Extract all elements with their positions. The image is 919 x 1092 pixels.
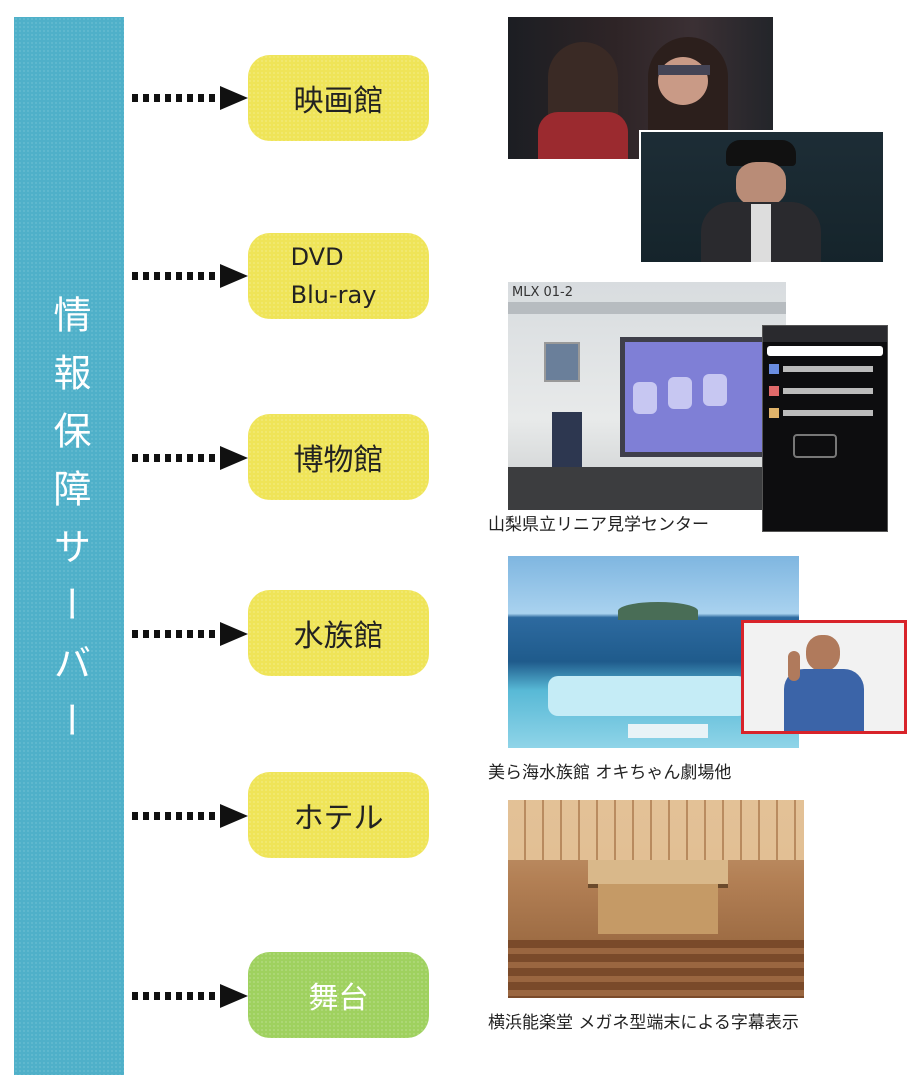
box-stage-label: 舞台 <box>308 981 369 1016</box>
box-aquarium-label: 水族館 <box>293 619 384 654</box>
box-dvd-label: DVD <box>290 243 344 271</box>
box-bluray-label: Blu-ray <box>290 281 377 309</box>
box-dvd-bluray: DVD Blu-ray <box>248 233 429 319</box>
cinema-audience-photo <box>508 17 773 159</box>
museum-app-screenshot <box>762 325 888 532</box>
box-hotel: ホテル <box>248 772 429 858</box>
box-cinema-label: 映画館 <box>293 84 384 119</box>
box-museum-label: 博物館 <box>293 443 384 478</box>
info-server-label: 情報保障サーバー <box>47 295 91 759</box>
sign-language-video <box>741 620 907 734</box>
noh-theater-photo <box>508 800 804 998</box>
museum-caption: 山梨県立リニア見学センター <box>488 515 709 535</box>
arrow-dvd <box>132 264 250 288</box>
aquarium-caption: 美ら海水族館 オキちゃん劇場他 <box>488 763 732 783</box>
box-stage: 舞台 <box>248 952 429 1038</box>
box-aquarium: 水族館 <box>248 590 429 676</box>
info-server-bar: 情報保障サーバー <box>14 17 124 1075</box>
arrow-hotel <box>132 804 250 828</box>
arrow-stage <box>132 984 250 1008</box>
arrow-aquarium <box>132 622 250 646</box>
box-hotel-label: ホテル <box>293 801 384 836</box>
box-cinema: 映画館 <box>248 55 429 141</box>
museum-exhibit-photo: MLX 01-2 <box>508 282 786 510</box>
arrow-cinema <box>132 86 250 110</box>
theater-caption: 横浜能楽堂 メガネ型端末による字幕表示 <box>488 1013 799 1033</box>
cinema-man-photo <box>639 130 885 264</box>
box-museum: 博物館 <box>248 414 429 500</box>
museum-sign-text: MLX 01-2 <box>512 285 574 300</box>
arrow-museum <box>132 446 250 470</box>
